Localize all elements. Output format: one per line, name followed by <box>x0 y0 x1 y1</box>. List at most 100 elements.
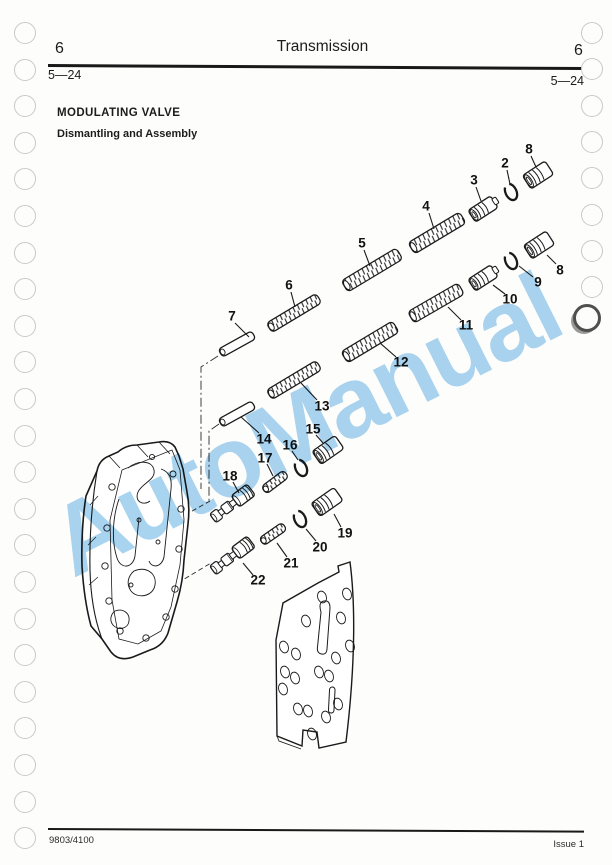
part-spring-13 <box>267 361 321 399</box>
page-number-right: 6 <box>574 42 583 59</box>
binder-hole <box>14 131 36 154</box>
binder-hole <box>581 130 603 153</box>
leader-line <box>333 513 342 528</box>
part-number-label: 18 <box>222 469 238 484</box>
part-number-label: 20 <box>312 540 327 555</box>
section-heading: MODULATING VALVE <box>57 107 181 119</box>
binder-hole <box>14 644 36 667</box>
parts-layer <box>209 161 555 575</box>
part-plug_b-3 <box>468 196 500 222</box>
binder-hole <box>14 680 36 703</box>
part-number-label: 19 <box>337 526 352 541</box>
binder-hole <box>14 388 36 410</box>
binder-hole <box>14 534 36 557</box>
binder-hole <box>14 497 36 520</box>
part-number-label: 16 <box>282 438 298 453</box>
leader-line <box>291 450 299 461</box>
leader-line <box>276 542 288 558</box>
binder-hole <box>581 167 603 190</box>
part-oring-20 <box>292 509 308 529</box>
part-number-label: 10 <box>502 292 517 307</box>
part-number-label: 14 <box>256 432 272 447</box>
part-number-label: 11 <box>459 318 474 333</box>
binder-hole <box>14 168 36 191</box>
leader-line <box>530 155 537 168</box>
part-spring-11 <box>408 283 464 323</box>
leader-line <box>363 249 371 267</box>
part-oring-9 <box>503 251 519 271</box>
part-number-label: 8 <box>525 142 533 157</box>
publication-number: 9803/4100 <box>49 835 94 846</box>
binder-hole <box>581 58 603 81</box>
section-subheading: Dismantling and Assembly <box>57 128 198 140</box>
issue-label: Issue 1 <box>553 839 584 850</box>
leader-line <box>492 284 506 295</box>
leader-line <box>506 169 511 185</box>
part-pin-7 <box>218 331 256 357</box>
leader-line <box>305 528 317 542</box>
binder-hole <box>14 241 36 264</box>
binder-hole <box>581 203 603 226</box>
separator-plate-drawing <box>275 561 355 750</box>
binder-hole <box>14 351 36 374</box>
part-number-label: 3 <box>470 173 478 188</box>
leader-line <box>475 186 482 202</box>
part-number-label: 6 <box>285 278 293 293</box>
page-title: Transmission <box>276 38 369 55</box>
section-number-left: 5—24 <box>48 68 82 82</box>
leader-line <box>300 382 318 401</box>
binder-hole <box>14 95 36 118</box>
leader-line <box>240 416 260 434</box>
part-spring-12 <box>341 321 399 363</box>
part-spring-4 <box>408 212 466 254</box>
part-number-label: 21 <box>283 556 299 571</box>
part-number-label: 2 <box>501 156 509 171</box>
part-plug_a-15 <box>312 435 344 465</box>
binder-hole <box>581 239 603 262</box>
part-plug_b-10 <box>468 265 500 291</box>
binder-hole <box>14 827 36 850</box>
binder-hole <box>14 607 36 630</box>
leader-line <box>242 562 254 576</box>
axis-lines <box>170 355 220 588</box>
page-number-left: 6 <box>55 40 64 57</box>
part-number-label: 9 <box>534 275 542 290</box>
binder-hole <box>14 22 36 44</box>
part-oring-16 <box>293 458 309 478</box>
leader-line <box>546 254 557 265</box>
leader-line <box>232 481 240 494</box>
binder-hole-dark <box>573 304 601 332</box>
leader-line <box>266 463 274 477</box>
binder-hole <box>14 461 36 484</box>
leader-line <box>518 265 534 278</box>
binder-hole <box>14 205 36 227</box>
part-oring-2 <box>503 182 519 202</box>
binder-hole <box>581 94 603 117</box>
leader-line <box>315 434 324 444</box>
binder-hole <box>14 717 36 740</box>
leader-line <box>379 342 397 358</box>
part-pin-14 <box>218 401 256 427</box>
binder-hole <box>14 754 36 776</box>
part-number-label: 12 <box>393 355 408 370</box>
part-plug_a-8 <box>522 161 554 189</box>
part-number-label: 17 <box>257 451 272 466</box>
section-number-right: 5—24 <box>550 74 584 88</box>
leader-line <box>428 212 435 230</box>
part-number-label: 8 <box>556 263 564 278</box>
part-number-label: 7 <box>228 309 236 324</box>
part-valve-22 <box>209 536 255 575</box>
binder-hole <box>14 571 36 593</box>
valve-body-drawing <box>81 440 190 660</box>
binder-hole <box>14 58 36 81</box>
leader-line <box>447 306 462 321</box>
part-plug_a-8 <box>523 231 555 259</box>
binder-hole <box>581 22 603 44</box>
part-plug_a-19 <box>311 487 343 517</box>
binder-hole <box>14 314 36 337</box>
binder-hole <box>14 424 36 447</box>
binder-hole <box>14 278 36 301</box>
